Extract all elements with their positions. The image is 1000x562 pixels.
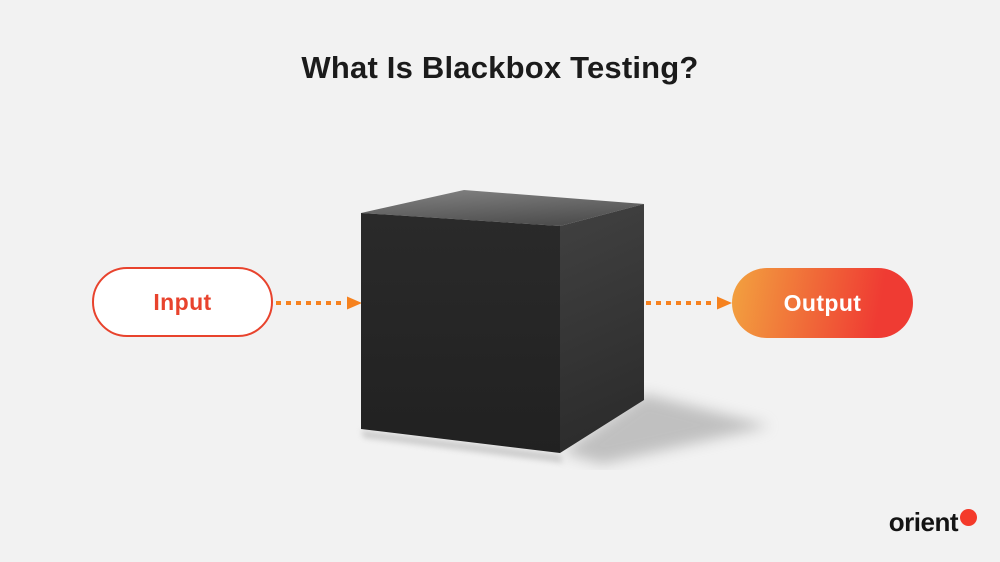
page-title: What Is Blackbox Testing? <box>301 50 699 85</box>
cube-right-face <box>560 204 644 453</box>
input-label: Input <box>153 288 212 315</box>
orient-logo: orient <box>889 508 977 537</box>
left-dashed-arrow-icon <box>276 296 362 310</box>
logo-text: orient <box>888 507 959 537</box>
cube-shadow <box>562 394 770 464</box>
output-label: Output <box>783 289 862 316</box>
cube-front-shadow <box>361 430 563 463</box>
logo-dot-icon <box>960 509 977 526</box>
input-pill: Input <box>92 267 273 337</box>
right-dashed-arrow-icon <box>646 296 732 310</box>
cube-top-face <box>361 190 644 226</box>
output-pill: Output <box>732 268 913 338</box>
blackbox-cube <box>350 180 780 470</box>
cube-graphic <box>361 190 770 464</box>
cube-front-face <box>361 213 560 453</box>
